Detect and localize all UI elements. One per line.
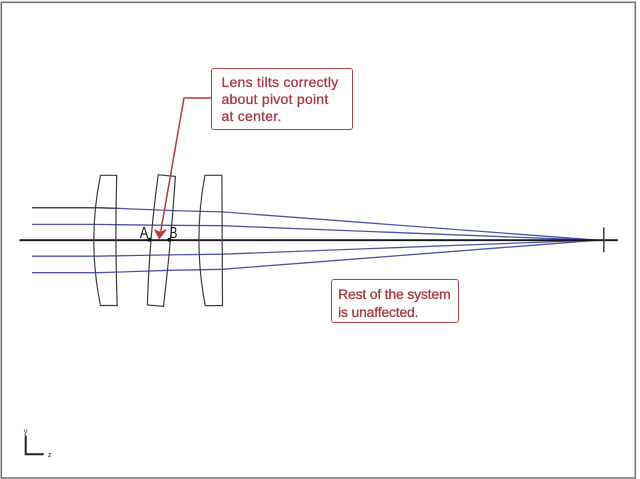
svg-text:B: B [170, 225, 178, 242]
svg-text:A: A [140, 225, 149, 242]
svg-text:z: z [48, 450, 52, 459]
svg-text:y: y [24, 427, 28, 436]
